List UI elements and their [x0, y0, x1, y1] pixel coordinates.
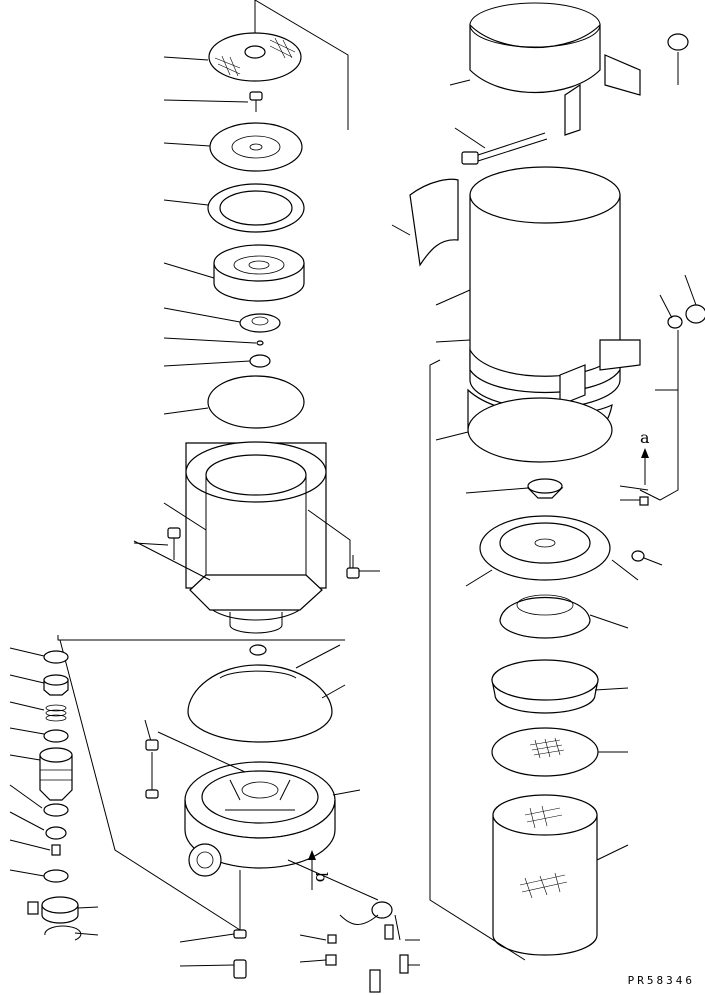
upper-clamp-band — [449, 2, 689, 136]
bolts-housing — [133, 509, 380, 579]
label-sheet — [391, 178, 459, 267]
filter-disc — [163, 375, 305, 429]
center-valve — [465, 478, 564, 499]
gasket-ring — [163, 183, 305, 233]
main-canister — [435, 166, 641, 409]
inner-bowl — [491, 659, 629, 714]
drawing-id: PR58346 — [627, 974, 695, 987]
upper-disc — [163, 122, 303, 172]
small-bolt — [163, 91, 263, 112]
drain-bolt-and-fittings — [144, 719, 247, 979]
mark-a: a — [640, 428, 650, 447]
filter-element — [492, 794, 629, 956]
mark-a-arrow: a — [619, 428, 650, 506]
base-housing — [184, 761, 361, 930]
long-bolt — [454, 127, 548, 165]
mark-b-arrow: b — [308, 850, 331, 890]
flange-plate — [465, 515, 663, 587]
small-cap-and-oring — [163, 307, 281, 368]
cap-housing — [163, 244, 305, 302]
inner-cap — [499, 594, 629, 639]
cylindrical-housing-with-flange — [133, 441, 327, 634]
mesh-screen — [491, 727, 628, 777]
band-nut-and-rod — [639, 274, 705, 501]
dome-cover — [187, 644, 346, 743]
left-valve-stack — [9, 635, 345, 941]
indicator-assembly — [287, 859, 420, 993]
mark-b: b — [312, 872, 331, 882]
right-leader-frame — [429, 359, 526, 961]
large-gasket — [435, 388, 613, 463]
top-cover-with-mesh — [163, 0, 349, 130]
